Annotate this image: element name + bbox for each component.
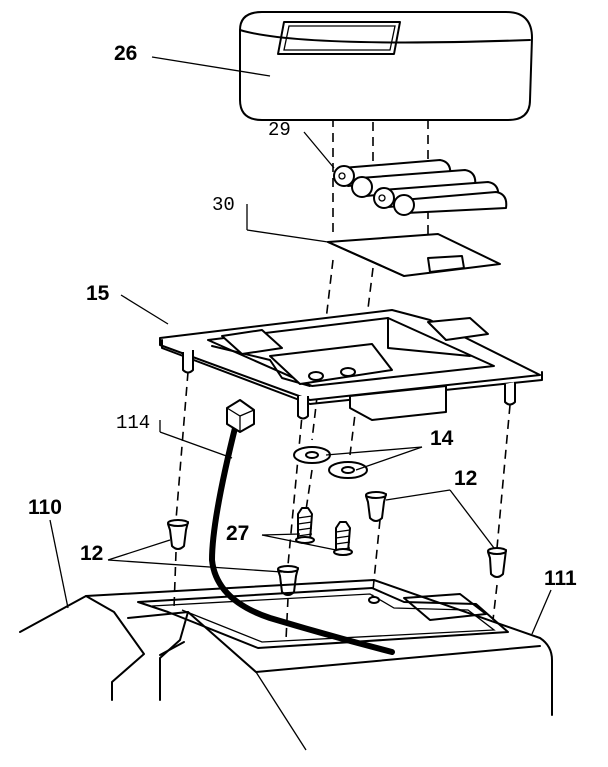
screw-parts	[295, 507, 353, 556]
label-29: 29	[268, 119, 291, 141]
battery-pack-part	[333, 159, 508, 216]
mounting-frame-part	[159, 309, 543, 421]
label-30: 30	[212, 194, 235, 216]
label-27: 27	[226, 522, 249, 545]
label-15: 15	[86, 282, 110, 305]
label-114: 114	[116, 412, 150, 434]
label-14: 14	[430, 427, 454, 450]
callout-labels: 26 29 30 15 114 14 12 12 27 110 111	[28, 42, 577, 590]
label-111: 111	[544, 567, 577, 590]
top-cover-part	[239, 11, 533, 121]
label-110: 110	[28, 496, 62, 519]
circuit-board-part	[327, 233, 501, 277]
leader-lines	[49, 56, 552, 751]
label-12-left: 12	[80, 542, 103, 565]
label-12-right: 12	[454, 467, 477, 490]
washer-parts	[293, 446, 368, 479]
label-26: 26	[114, 42, 137, 65]
cable-part	[208, 399, 395, 655]
housing-base-part	[19, 579, 553, 716]
